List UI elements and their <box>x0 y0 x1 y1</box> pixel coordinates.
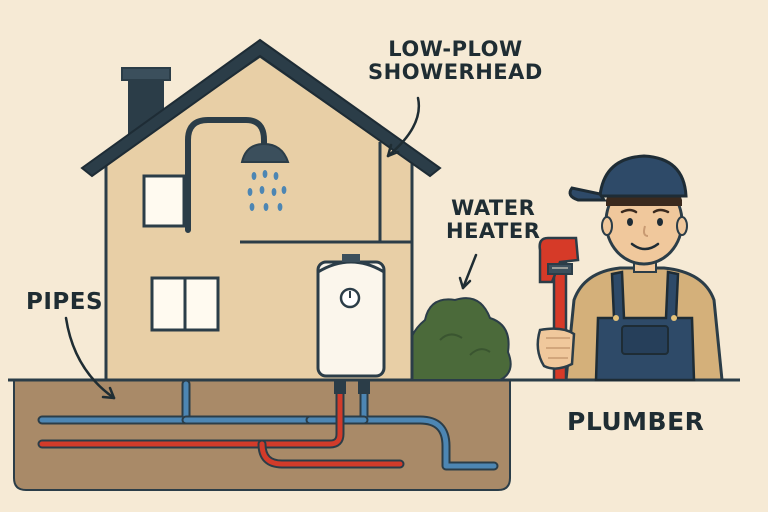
water-drops <box>247 170 287 211</box>
upper-window <box>142 174 186 228</box>
water-heater-label-line1: WATER <box>451 196 536 220</box>
roof <box>80 38 442 178</box>
water-heater-icon <box>316 254 386 378</box>
pipes-label: PIPES <box>26 289 104 315</box>
pipe-wrench-icon <box>536 236 580 382</box>
pressure-gauge-icon <box>339 287 361 309</box>
plumber-figure <box>564 154 724 382</box>
bush <box>406 297 512 381</box>
showerhead-label: LOW-PLOW SHOWERHEAD <box>368 38 543 83</box>
showerhead-label-line1: LOW-PLOW <box>388 37 523 61</box>
water-heater-label: WATER HEATER <box>446 197 540 242</box>
showerhead-icon <box>185 117 290 233</box>
plumber-label: PLUMBER <box>567 407 705 436</box>
callout-arrows <box>64 96 478 400</box>
lower-window <box>150 276 220 332</box>
underground-pipes <box>37 379 499 471</box>
house <box>80 38 442 382</box>
water-heater-label-line2: HEATER <box>446 218 541 243</box>
showerhead-label-line2: SHOWERHEAD <box>368 59 543 84</box>
